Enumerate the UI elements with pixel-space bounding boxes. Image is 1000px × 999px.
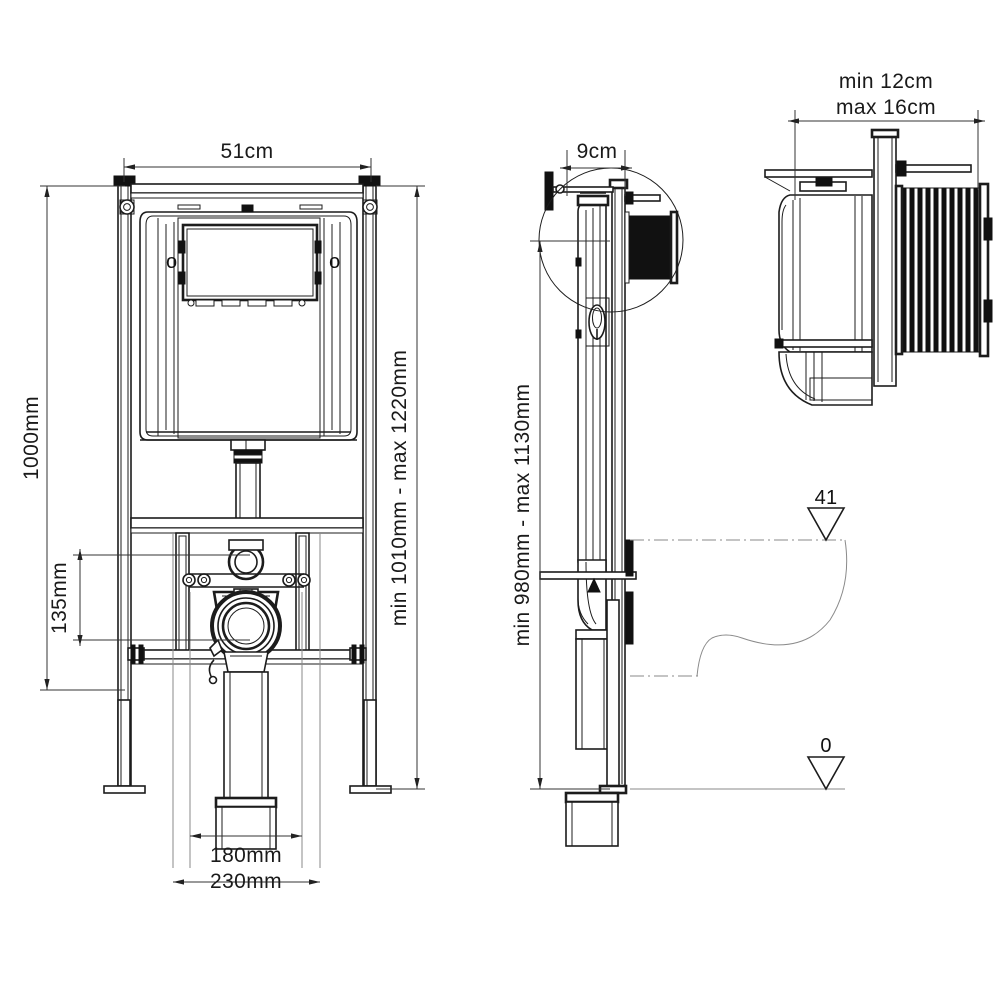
wall-bracket-bolt-left <box>119 199 135 215</box>
dimension-front-offset-label: 135mm <box>48 562 71 634</box>
dimension-detail-depth-max-label: max 16cm <box>836 96 936 119</box>
mount-bolt-pair-right <box>282 573 311 587</box>
dimension-front-total-height: 1000mm <box>20 185 125 691</box>
side-clip-lower <box>625 591 634 645</box>
front-elevation-view: o o <box>20 140 425 893</box>
side-clip-upper <box>625 539 634 577</box>
mount-bolt-pair-left <box>182 573 211 587</box>
dimension-front-width-label: 51cm <box>221 140 274 163</box>
soil-pipe-bend-assembly <box>208 588 282 685</box>
dimension-side-depth: 9cm <box>560 140 632 196</box>
lower-bracket-bolt-right <box>349 644 367 664</box>
level-marker-bowl-top-label: 41 <box>815 487 838 509</box>
dimension-outlet-inner: 180mm <box>190 833 302 867</box>
lower-bracket-bolt-left <box>127 644 145 664</box>
side-elevation-view: 9cm min 980mm - max 1130mm <box>511 140 684 847</box>
flush-plate-block <box>624 210 679 285</box>
adjustable-foot-left <box>103 699 146 794</box>
dimension-detail-depth-min-label: min 12cm <box>839 70 933 93</box>
concealed-cistern: o o <box>139 204 358 441</box>
side-soil-pipe <box>539 559 637 847</box>
dimension-outlet-outer: 230mm <box>173 870 320 893</box>
dimension-front-height-range: min 1010mm - max 1220mm <box>376 185 425 790</box>
upper-outlet-pipe <box>227 539 265 581</box>
cistern-service-hatch: o o <box>166 204 340 307</box>
dimension-front-offset: 135mm <box>48 549 250 646</box>
dimension-detail-depth: min 12cm max 16cm <box>788 70 985 200</box>
dimension-front-total-height-label: 1000mm <box>20 396 43 480</box>
dimension-side-depth-label: 9cm <box>577 140 618 163</box>
toilet-bowl-profile: 41 0 <box>630 487 848 791</box>
flush-plate-detail-view: min 12cm max 16cm <box>764 70 993 406</box>
hatch-hole-right-label: o <box>329 251 340 273</box>
level-marker-bowl-top: 41 <box>806 487 846 542</box>
floor-outlet-pipe <box>214 671 278 850</box>
wall-bracket-bolt-right <box>362 199 378 215</box>
mid-support-rail <box>130 517 364 534</box>
dimension-side-height-range-label: min 980mm - max 1130mm <box>511 384 534 647</box>
detail-cistern-body <box>764 169 873 406</box>
dimension-outlet-inner-label: 180mm <box>210 844 282 867</box>
service-access-oval <box>585 297 610 347</box>
flush-connector-pipe <box>230 439 266 524</box>
dimension-outlet-outer-label: 230mm <box>210 870 282 893</box>
level-marker-floor: 0 <box>806 735 846 791</box>
detail-fixing-bolt <box>895 160 972 177</box>
level-marker-floor-label: 0 <box>820 735 831 757</box>
hatch-hole-left-label: o <box>166 251 177 273</box>
top-fixing-bolt <box>624 191 661 205</box>
frame-uprights <box>113 175 381 789</box>
adjustable-foot-right <box>349 699 392 794</box>
dimension-front-width: 51cm <box>123 140 372 182</box>
side-cistern-profile <box>575 192 610 573</box>
detail-ribbed-bellows <box>894 182 993 358</box>
dimension-side-height-range: min 980mm - max 1130mm <box>511 240 610 790</box>
dimension-front-height-range-label: min 1010mm - max 1220mm <box>388 350 411 626</box>
